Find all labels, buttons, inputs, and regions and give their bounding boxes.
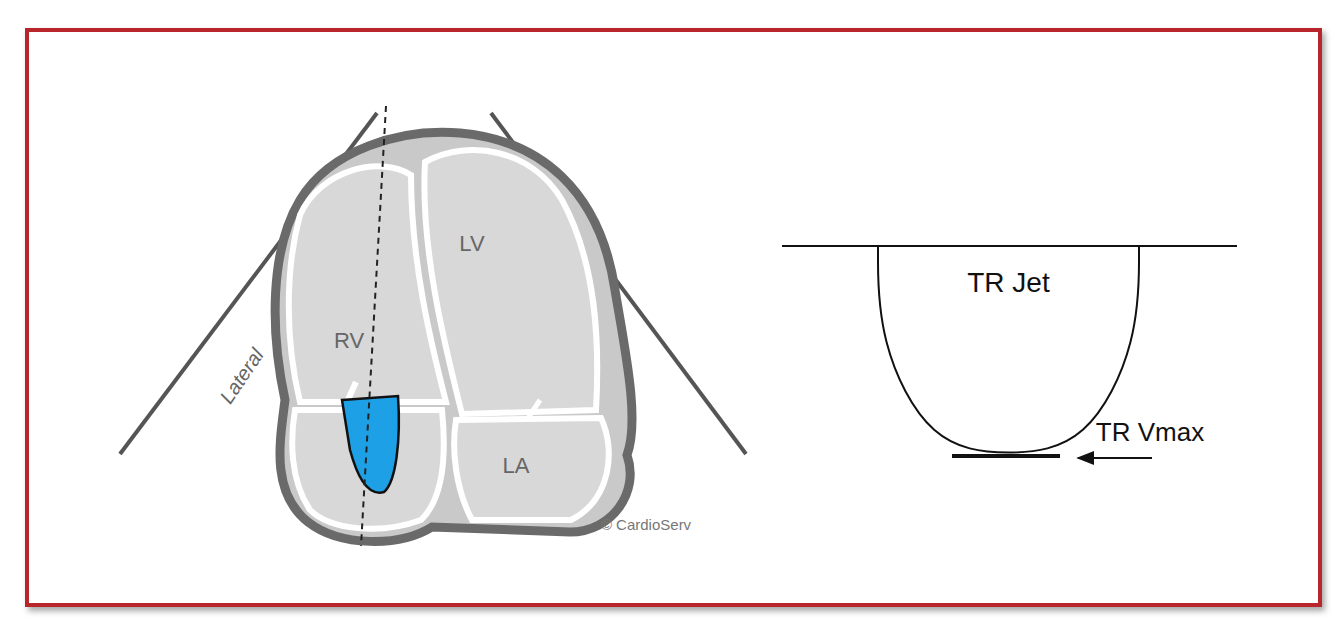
- heart-outline: [275, 132, 632, 541]
- spectral-envelope: TR Jet: [877, 246, 1140, 456]
- tr-jet-color: [342, 396, 399, 493]
- envelope-label: TR Jet: [877, 246, 1140, 299]
- envelope-curve: [878, 246, 1139, 453]
- part-name: LA: [500, 453, 533, 479]
- mitral-leaflet: [528, 400, 540, 418]
- rv-chamber: [289, 166, 446, 402]
- baseline: [782, 245, 1237, 247]
- lv-chamber: [424, 150, 597, 414]
- measurement-label: TR Vmax: [1093, 417, 1207, 448]
- part-name: RV: [331, 328, 367, 354]
- watermark: © CardioServ: [598, 516, 694, 535]
- cw-cursor-line: [361, 106, 386, 546]
- la-chamber: [454, 418, 609, 520]
- vmax-marker: [952, 454, 1060, 458]
- part-name: LV: [456, 231, 487, 257]
- vmax-arrow: [1078, 457, 1152, 459]
